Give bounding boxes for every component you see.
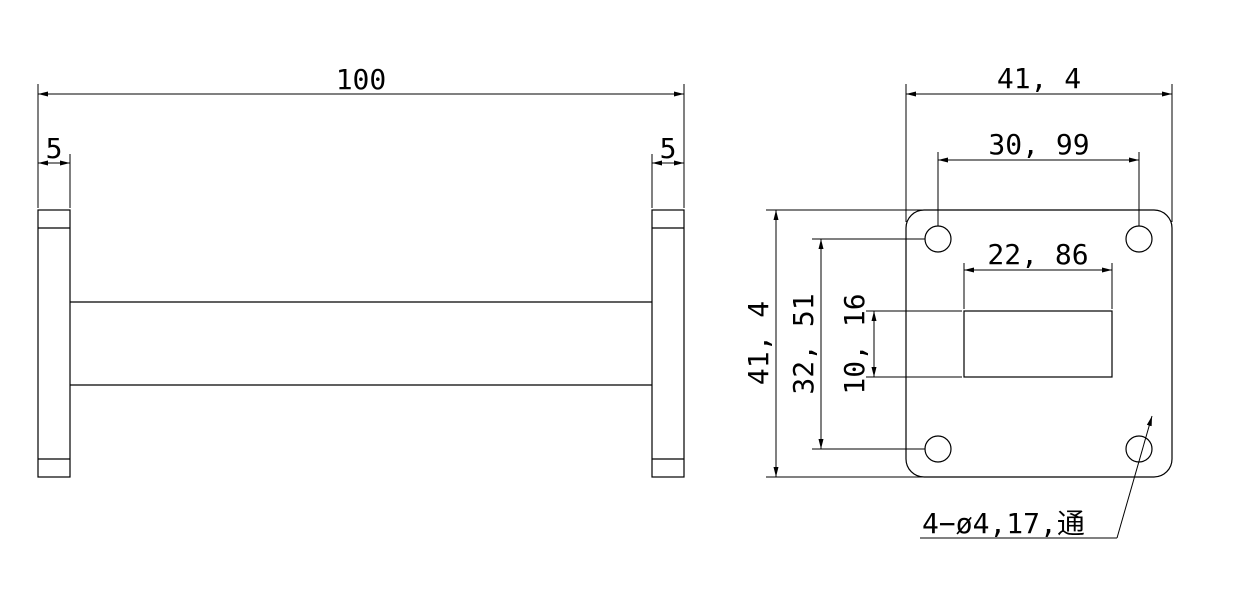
left-flange-dimension: 5: [37, 132, 71, 208]
hole-callout: 4−ø4,17,通: [920, 415, 1153, 540]
bolt-hole-bottom-left: [924, 435, 952, 463]
hole-spacing-vertical-label: 32, 51: [787, 293, 820, 394]
flange-height-dimension: 41, 4: [742, 209, 924, 478]
right-flange: [651, 209, 685, 478]
front-view: 41, 4 30, 99 22, 86 41, 4 32: [742, 62, 1173, 540]
overall-length-dimension: 100: [37, 63, 685, 208]
flange-outline: [905, 209, 1173, 478]
bolt-hole-top-right: [1125, 225, 1153, 253]
hole-spacing-horizontal-label: 30, 99: [988, 128, 1089, 161]
aperture-height-dimension: 10, 16: [838, 293, 962, 395]
right-flange-dimension: 5: [651, 132, 685, 208]
overall-length-label: 100: [336, 63, 387, 96]
side-view: 100 5 5: [37, 63, 685, 478]
right-flange-thickness-label: 5: [660, 132, 677, 165]
waveguide-aperture: [963, 310, 1113, 378]
aperture-width-dimension: 22, 86: [963, 238, 1113, 309]
hole-callout-label: 4−ø4,17,通: [922, 507, 1085, 540]
left-flange-thickness-label: 5: [46, 132, 63, 165]
aperture-height-label: 10, 16: [838, 293, 871, 394]
hole-spacing-horizontal-dimension: 30, 99: [937, 128, 1140, 226]
bolt-hole-bottom-right: [1125, 435, 1153, 463]
flange-width-label: 41, 4: [997, 62, 1081, 95]
bolt-hole-top-left: [924, 225, 952, 253]
aperture-width-label: 22, 86: [987, 238, 1088, 271]
hole-spacing-vertical-dimension: 32, 51: [787, 238, 925, 450]
left-flange: [37, 209, 71, 478]
flange-height-label: 41, 4: [742, 301, 775, 385]
flange-width-dimension: 41, 4: [905, 62, 1173, 222]
